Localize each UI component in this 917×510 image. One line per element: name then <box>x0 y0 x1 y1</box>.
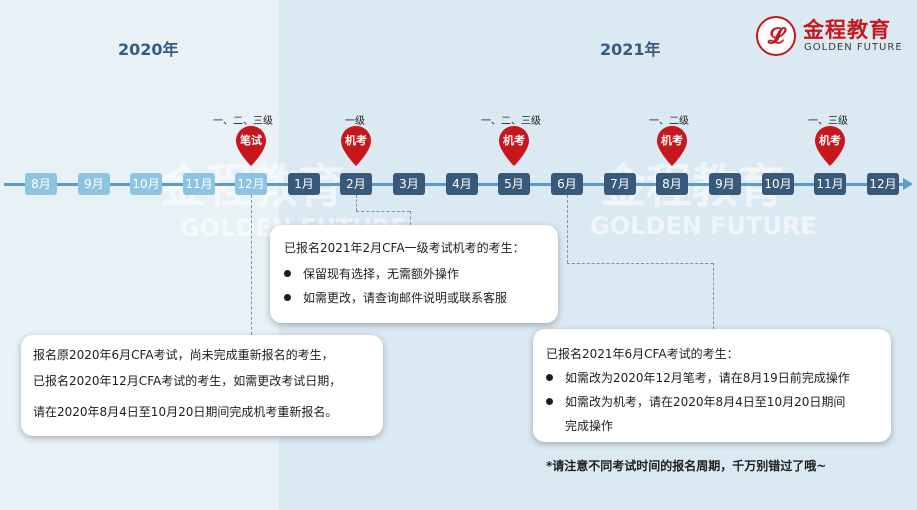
info-box-line: 已报名2020年12月CFA考试的考生，如需更改考试日期， <box>33 374 342 388</box>
info-box-bullet: 如需改为2020年12月笔考，请在8月19日前完成操作 <box>546 369 850 386</box>
month-2021-12: 12月 <box>867 173 899 195</box>
year-2020-label: 2020年 <box>118 40 179 59</box>
exam-pin-nov-2021: 机考 <box>814 125 846 167</box>
month-2020-10: 10月 <box>130 173 162 195</box>
connector-jun-2021-drop <box>713 263 714 329</box>
month-2021-08: 8月 <box>656 173 688 195</box>
month-2021-04: 4月 <box>446 173 478 195</box>
month-2020-09: 9月 <box>78 173 110 195</box>
info-box-bullet: 如需改为机考，请在2020年8月4日至10月20日期间 <box>546 393 845 410</box>
month-2021-07: 7月 <box>604 173 636 195</box>
exam-type-label: 笔试 <box>240 134 262 147</box>
year-2021-label: 2021年 <box>600 40 661 59</box>
info-box-line: 报名原2020年6月CFA考试，尚未完成重新报名的考生， <box>33 348 334 362</box>
exam-type-label: 机考 <box>819 134 841 147</box>
month-2021-01: 1月 <box>288 173 320 195</box>
month-2021-06: 6月 <box>551 173 583 195</box>
exam-pin-dec-2020: 笔试 <box>235 125 267 167</box>
company-logo: 𝓛 金程教育 GOLDEN FUTURE <box>756 14 906 60</box>
info-box-title: 已报名2021年2月CFA一级考试机考的考生： <box>284 241 525 255</box>
connector-feb-2021 <box>356 195 357 211</box>
month-2021-11: 11月 <box>814 173 846 195</box>
exam-level-nov-2021: 一、三级 <box>808 116 848 127</box>
connector-feb-2021-drop <box>410 211 411 225</box>
month-2021-03: 3月 <box>393 173 425 195</box>
exam-type-label: 机考 <box>661 134 683 147</box>
map-pin-icon <box>499 126 529 166</box>
info-box-line: 请在2020年8月4日至10月20日期间完成机考重新报名。 <box>33 405 338 419</box>
month-2020-12: 12月 <box>235 173 267 195</box>
exam-pin-feb-2021: 机考 <box>340 125 372 167</box>
bullet-icon <box>284 270 291 277</box>
exam-type-label: 机考 <box>503 134 525 147</box>
month-2021-05: 5月 <box>498 173 530 195</box>
info-box-feb-2021: 已报名2021年2月CFA一级考试机考的考生： 保留现有选择，无需额外操作 如需… <box>270 225 558 323</box>
exam-level-aug-2021: 一、二级 <box>649 116 689 127</box>
map-pin-icon <box>657 126 687 166</box>
map-pin-icon <box>341 126 371 166</box>
exam-level-feb-2021: 一级 <box>345 116 365 127</box>
connector-jun-2021-horizontal <box>567 263 713 264</box>
connector-dec-2020 <box>251 195 252 335</box>
month-2020-08: 8月 <box>25 173 57 195</box>
watermark-right-en: GOLDEN FUTURE <box>590 212 817 240</box>
month-2020-11: 11月 <box>183 173 215 195</box>
info-box-reregistration: 报名原2020年6月CFA考试，尚未完成重新报名的考生， 已报名2020年12月… <box>21 335 383 436</box>
exam-level-may-2021: 一、二、三级 <box>481 116 541 127</box>
connector-jun-2021 <box>567 195 568 263</box>
month-2021-10: 10月 <box>762 173 794 195</box>
logo-seal-icon: 𝓛 <box>756 16 796 56</box>
timeline-arrow-icon <box>903 178 913 190</box>
bullet-icon <box>546 374 553 381</box>
connector-feb-2021-horizontal <box>356 211 410 212</box>
map-pin-icon <box>236 126 266 166</box>
info-box-continuation: 完成操作 <box>565 419 614 433</box>
bullet-icon <box>284 294 291 301</box>
exam-pin-aug-2021: 机考 <box>656 125 688 167</box>
map-pin-icon <box>815 126 845 166</box>
info-box-bullet: 如需更改，请查询邮件说明或联系客服 <box>284 289 507 306</box>
info-box-title: 已报名2021年6月CFA考试的考生： <box>546 347 739 361</box>
logo-name-en: GOLDEN FUTURE <box>804 42 903 53</box>
info-box-jun-2021: 已报名2021年6月CFA考试的考生： 如需改为2020年12月笔考，请在8月1… <box>533 329 891 442</box>
info-box-bullet: 保留现有选择，无需额外操作 <box>284 265 459 282</box>
exam-level-dec-2020: 一、二、三级 <box>213 116 273 127</box>
exam-type-label: 机考 <box>345 134 367 147</box>
logo-name-cn: 金程教育 <box>803 18 891 42</box>
footnote: *请注意不同考试时间的报名周期，千万别错过了哦~ <box>546 459 827 473</box>
exam-pin-may-2021: 机考 <box>498 125 530 167</box>
bullet-icon <box>546 398 553 405</box>
month-2021-02: 2月 <box>340 173 372 195</box>
month-2021-09: 9月 <box>709 173 741 195</box>
